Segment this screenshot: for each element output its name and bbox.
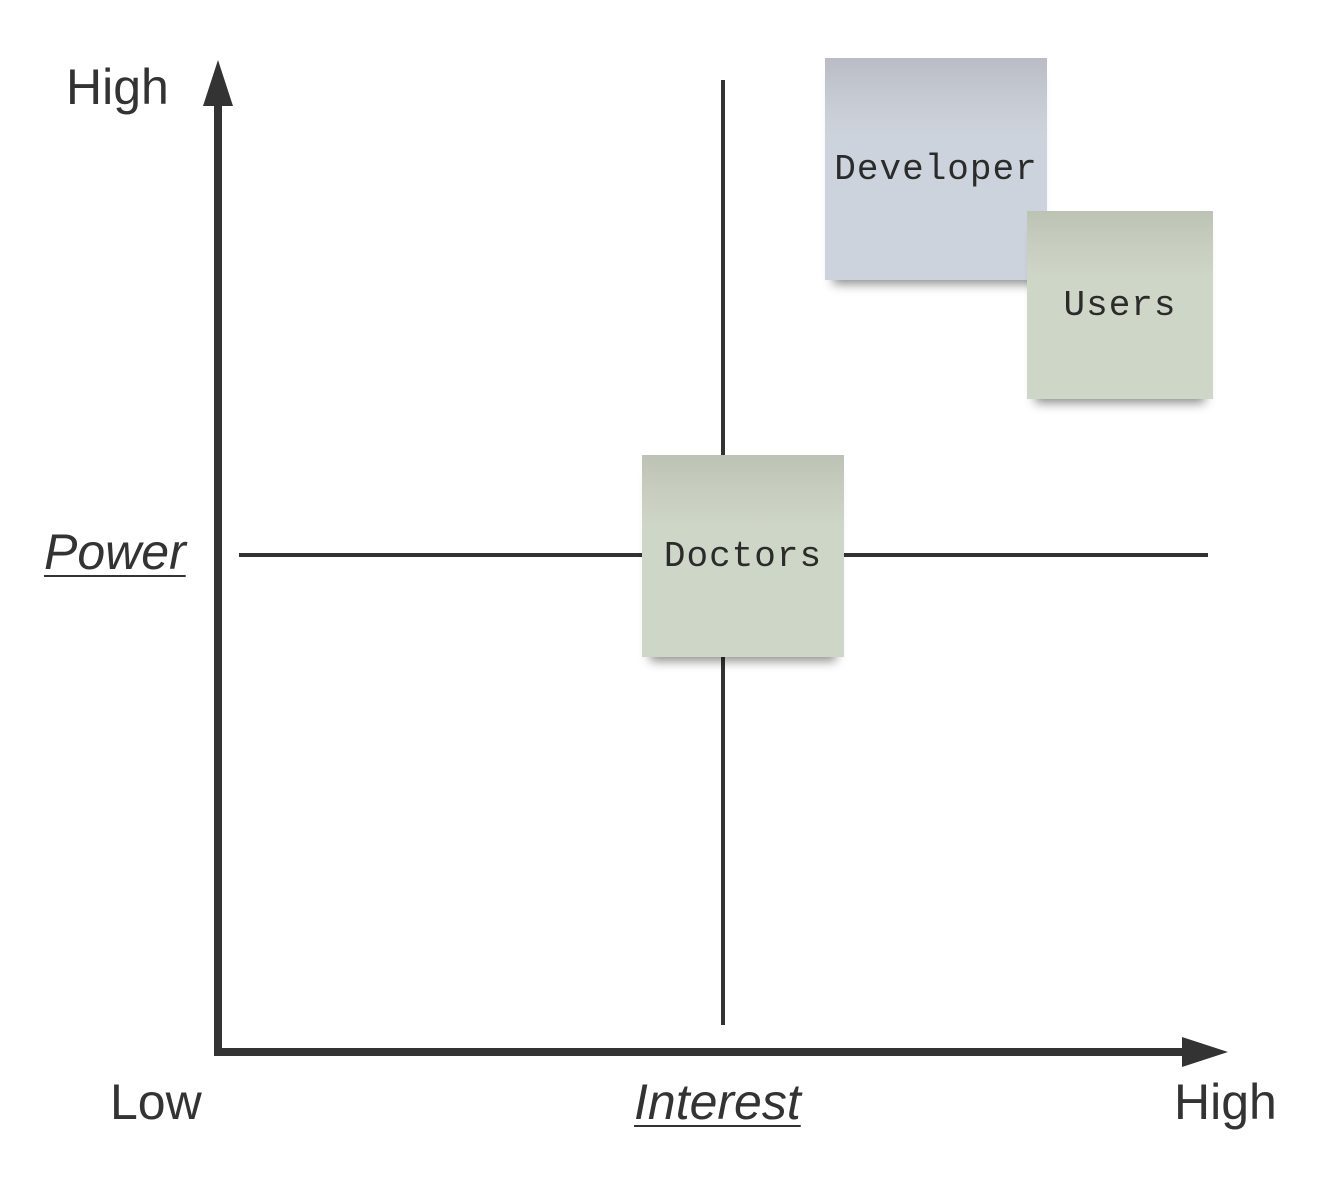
stakeholder-label-developer: Developer xyxy=(834,148,1038,190)
stakeholder-note-doctors[interactable]: Doctors xyxy=(642,455,844,657)
x-axis-arrowhead xyxy=(1182,1037,1228,1067)
stakeholder-label-doctors: Doctors xyxy=(663,535,823,577)
y-axis-arrowhead xyxy=(203,60,233,106)
x-axis-low-label: Low xyxy=(110,1074,202,1130)
stakeholder-note-developer[interactable]: Developer xyxy=(825,58,1047,280)
stakeholder-note-users[interactable]: Users xyxy=(1027,211,1213,399)
y-axis-high-label: High xyxy=(66,59,169,115)
stakeholder-label-users: Users xyxy=(1063,284,1177,326)
y-axis-title: Power xyxy=(44,524,186,580)
x-axis-high-label: High xyxy=(1174,1074,1277,1130)
x-axis-title: Interest xyxy=(634,1074,801,1130)
